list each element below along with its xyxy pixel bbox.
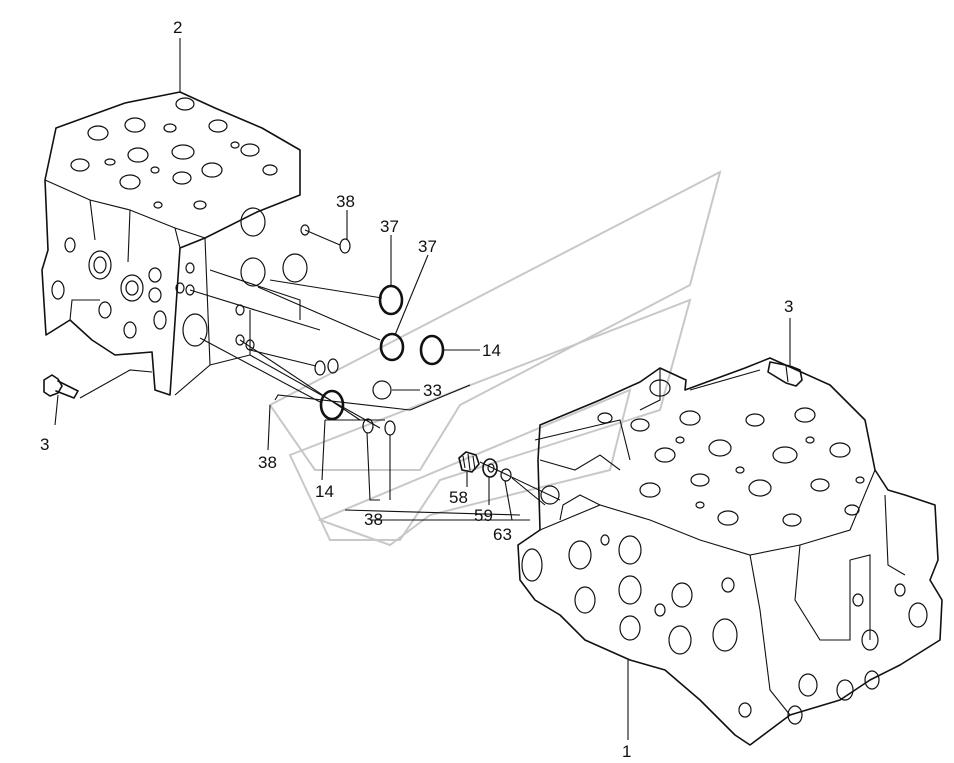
o-ring-37-top	[378, 284, 404, 316]
label-part-1: 1	[622, 742, 631, 761]
o-ring-33	[372, 380, 392, 400]
label-part-2: 2	[173, 18, 182, 37]
label-part-14-right: 14	[482, 341, 501, 360]
label-part-59: 59	[474, 506, 493, 525]
o-ring-63	[500, 468, 512, 482]
callout-labels: 2 3 3 38 37 37 14 33 38 14 38 58 59 63 1	[40, 18, 793, 761]
o-ring-38-top	[339, 238, 351, 254]
label-part-38-bottom: 38	[364, 510, 383, 529]
label-part-3-left: 3	[40, 435, 49, 454]
label-part-14-left: 14	[315, 482, 334, 501]
bolt-left	[43, 374, 79, 399]
o-ring-14-left	[319, 389, 345, 421]
background-watermark	[268, 170, 722, 547]
washer-59	[482, 458, 498, 478]
o-ring-38-left	[314, 358, 339, 376]
o-ring-37-bottom	[379, 332, 405, 362]
valve-body-lower	[517, 357, 943, 746]
valve-body-upper	[41, 91, 310, 396]
label-part-33: 33	[423, 381, 442, 400]
bolt-right	[767, 361, 803, 387]
callout-leaders	[54, 38, 791, 740]
label-part-38-left: 38	[258, 453, 277, 472]
label-part-38-top: 38	[336, 192, 355, 211]
assembly-lines	[79, 229, 761, 521]
label-part-37-top: 37	[380, 217, 399, 236]
label-part-3-right: 3	[784, 297, 793, 316]
o-ring-14-right	[419, 334, 445, 366]
label-part-63: 63	[493, 525, 512, 544]
label-part-58: 58	[449, 488, 468, 507]
plug-58	[458, 451, 480, 473]
label-part-37-right: 37	[418, 237, 437, 256]
